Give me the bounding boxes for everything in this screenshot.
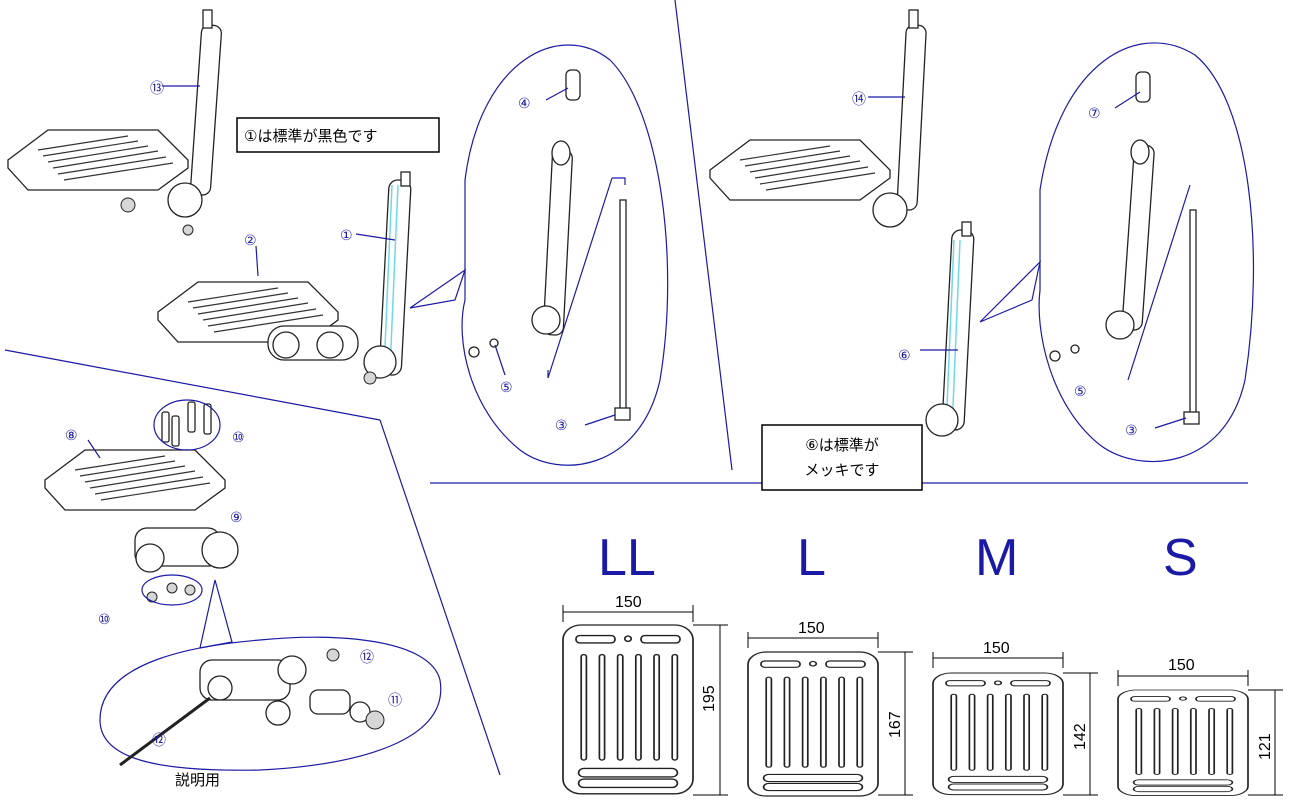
pipe-1	[363, 171, 412, 385]
callout-1: ①	[340, 228, 353, 244]
detail-oval-2	[979, 42, 1255, 462]
plate-s	[1117, 670, 1283, 797]
assembly-13	[7, 9, 223, 236]
s-height: 121	[1257, 733, 1274, 760]
callout-9: ⑨	[230, 510, 243, 526]
size-l-label: L	[797, 529, 826, 587]
ll-height: 195	[701, 685, 718, 712]
explanation-oval	[99, 579, 442, 771]
callout-3b: ③	[1125, 423, 1138, 439]
exploded-assembly	[44, 399, 239, 606]
callout-4: ④	[518, 96, 531, 112]
m-width: 150	[983, 640, 1010, 657]
callout-2: ②	[244, 233, 257, 249]
ll-width: 150	[615, 594, 642, 611]
m-height: 142	[1072, 723, 1089, 750]
note-black-standard: ①は標準が黒色です	[236, 117, 440, 153]
pipe-6	[925, 221, 975, 437]
callout-10b: ⑩	[98, 612, 111, 628]
plate-ll	[562, 605, 728, 796]
size-ll-label: LL	[598, 529, 656, 587]
callout-12b: ⑫	[152, 733, 166, 749]
callout-11: ⑪	[388, 693, 402, 709]
assembly-2	[157, 281, 359, 361]
size-s-label: S	[1163, 529, 1198, 587]
plate-l	[747, 632, 913, 797]
assembly-14	[709, 9, 927, 228]
callout-14: ⑭	[852, 92, 866, 108]
callout-5: ⑤	[500, 380, 513, 396]
callout-6: ⑥	[898, 348, 911, 364]
plate-m	[932, 652, 1098, 796]
callout-7: ⑦	[1088, 106, 1101, 122]
l-width: 150	[798, 620, 825, 637]
note-1-text: ①は標準が黒色です	[244, 127, 377, 145]
callout-12a: ⑫	[360, 650, 374, 666]
note-plating-standard: ⑥は標準が メッキです	[761, 424, 923, 491]
detail-oval-1	[409, 44, 669, 466]
size-m-label: M	[975, 529, 1018, 587]
callout-10a: ⑩	[232, 430, 245, 446]
callout-5b: ⑤	[1074, 384, 1087, 400]
callout-3: ③	[555, 418, 568, 434]
callout-8: ⑧	[65, 428, 78, 444]
note-6-line1: ⑥は標準が	[805, 436, 878, 454]
note-6-line2: メッキです	[804, 461, 879, 479]
s-width: 150	[1168, 657, 1195, 674]
callout-13: ⑬	[150, 81, 164, 97]
l-height: 167	[887, 711, 904, 738]
explanation-label: 説明用	[175, 771, 220, 789]
